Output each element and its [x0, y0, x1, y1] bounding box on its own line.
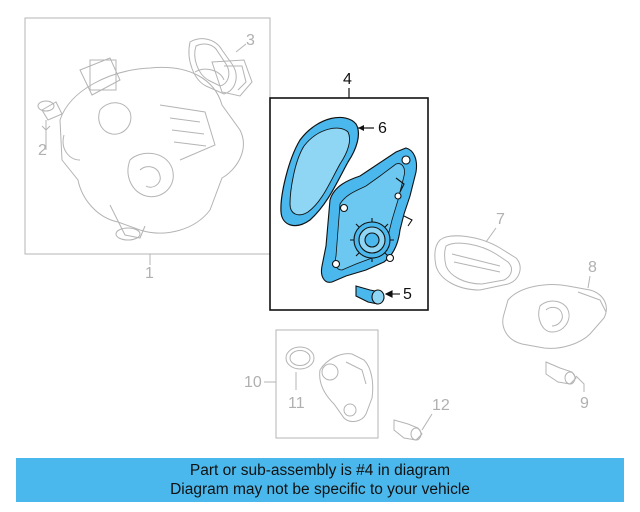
banner-line-1: Part or sub-assembly is #4 in diagram	[189, 462, 451, 479]
callout-7: 7	[496, 211, 505, 228]
part-10-frame	[275, 329, 379, 439]
part-4-water-pump-cover	[320, 147, 418, 283]
callout-10: 10	[244, 374, 262, 391]
part-1-housing-assembly	[24, 17, 271, 265]
banner-line-2: Diagram may not be specific to your vehi…	[170, 481, 470, 498]
part-thermostat-outlet	[319, 353, 374, 422]
part-3-gasket-cover	[188, 38, 253, 97]
callout-2: 2	[38, 142, 47, 159]
part-9-bolt	[545, 361, 585, 392]
callout-5: 5	[403, 286, 412, 303]
part-5-bolt	[355, 285, 400, 305]
part-10-assembly	[264, 329, 379, 439]
part-7-cover	[434, 227, 521, 291]
callout-11: 11	[288, 395, 305, 412]
part-11-o-ring	[285, 346, 315, 390]
part-2-bolt	[37, 100, 63, 150]
part-8-thermostat-housing	[502, 275, 607, 349]
callout-1: 1	[145, 265, 154, 282]
part-12-bolt	[393, 413, 433, 441]
part-6-gasket	[280, 116, 374, 227]
callout-4: 4	[343, 71, 352, 88]
callout-9: 9	[580, 395, 589, 412]
info-banner: Part or sub-assembly is #4 in diagram Di…	[16, 458, 624, 502]
callout-8: 8	[588, 259, 597, 276]
callout-12: 12	[432, 397, 450, 414]
callout-6: 6	[378, 120, 387, 137]
callout-3: 3	[246, 32, 255, 49]
part-1-frame	[24, 17, 271, 255]
